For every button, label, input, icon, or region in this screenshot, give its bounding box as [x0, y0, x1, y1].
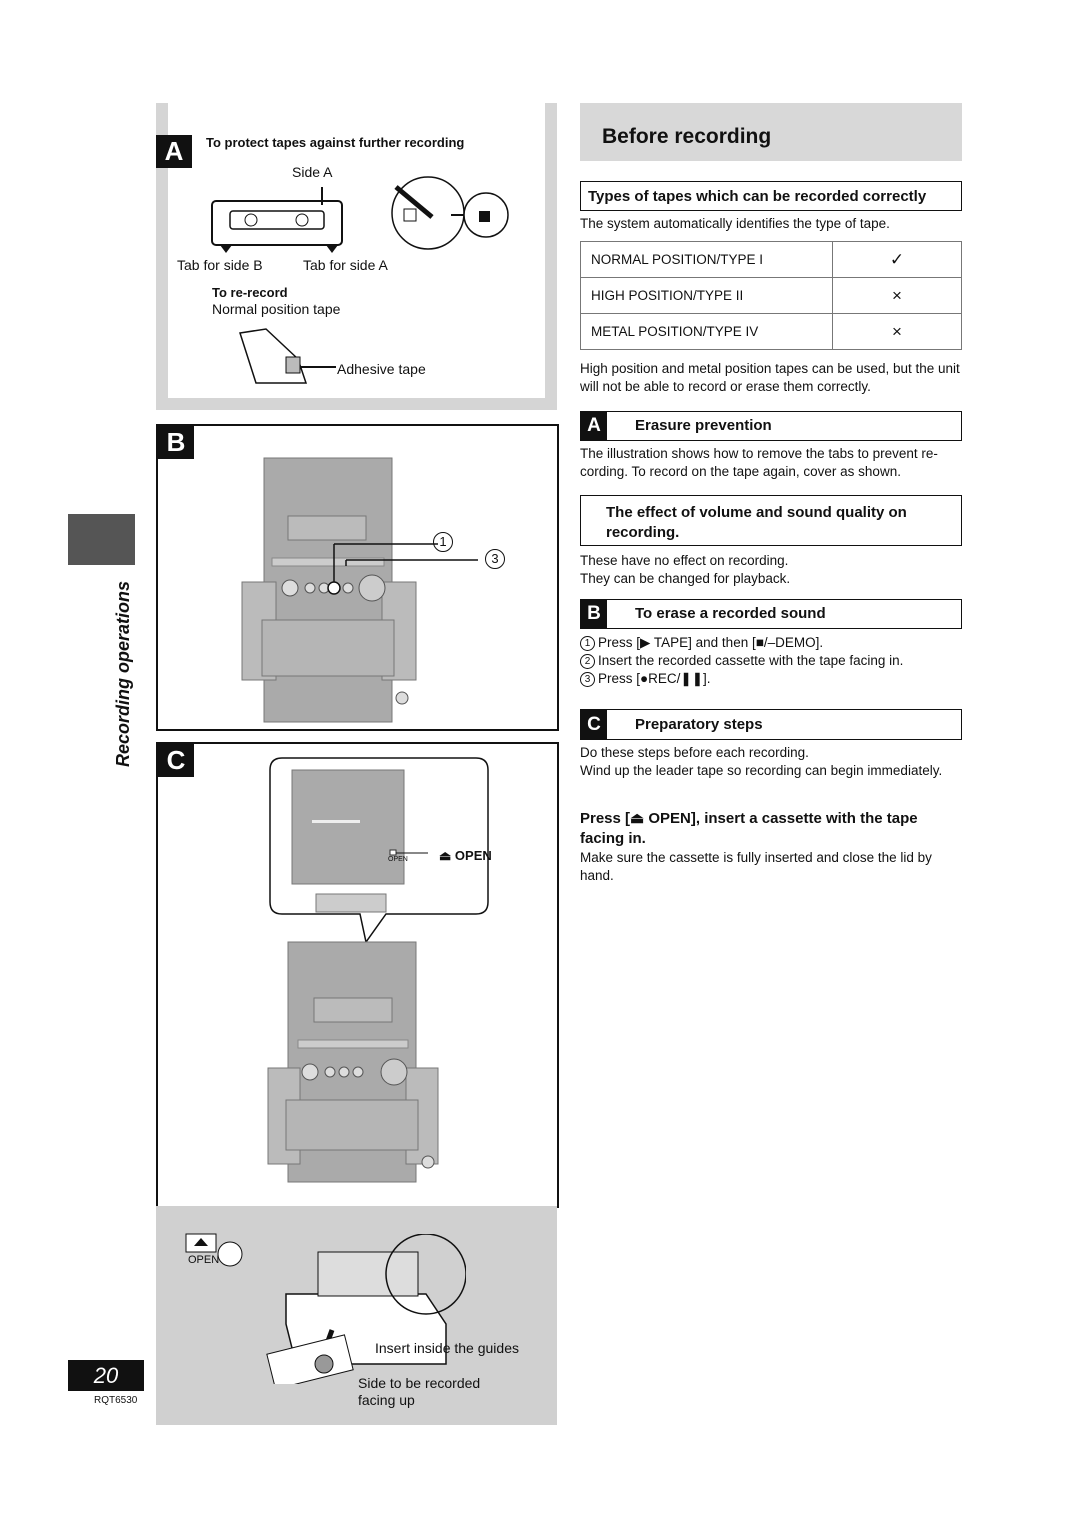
adhesive-tape-illustration [239, 328, 336, 384]
tape-types-table: NORMAL POSITION/TYPE I ✓ HIGH POSITION/T… [580, 241, 962, 350]
erase-heading-box: B To erase a recorded sound [580, 599, 962, 629]
tape-type-name: METAL POSITION/TYPE IV [580, 313, 833, 350]
tape-type-mark: ✓ [832, 241, 962, 278]
tape-type-name: HIGH POSITION/TYPE II [580, 277, 833, 314]
insert-guides-label: Insert inside the guides [375, 1340, 519, 1356]
open-small-label: OPEN [388, 856, 408, 863]
rerecord-title: To re-record [212, 285, 288, 300]
erase-letter: B [581, 600, 607, 628]
panel-b-badge: B [158, 426, 194, 459]
step-text: Press [●REC/❚❚]. [598, 671, 711, 686]
types-heading-box: Types of tapes which can be recorded cor… [580, 181, 962, 211]
tab-side-b-label: Tab for side B [177, 257, 263, 273]
panel-c: C ⏏ OPEN OPEN [156, 742, 559, 1208]
tape-type-mark: × [832, 313, 962, 350]
callout-1: 1 [433, 532, 453, 552]
step-number: 2 [580, 654, 595, 669]
stereo-unit-open-illustration [267, 941, 439, 1183]
open-button-press-icon [185, 1233, 243, 1267]
step-text: Insert the recorded cassette with the ta… [598, 653, 904, 668]
panel-a-inner [168, 103, 545, 398]
table-row: METAL POSITION/TYPE IV × [580, 313, 962, 350]
side-recorded-label-2: facing up [358, 1392, 415, 1408]
panel-a-badge: A [156, 135, 192, 168]
cassette-insert-illustration [266, 1234, 466, 1384]
step-text: Press [▶ TAPE] and then [■/–DEMO]. [598, 635, 824, 650]
protect-title: To protect tapes against further recordi… [206, 135, 465, 150]
effect-heading: The effect of volume and sound quality o… [606, 504, 907, 541]
normal-tape-label: Normal position tape [212, 301, 341, 317]
open-button-label: ⏏ OPEN [439, 848, 492, 863]
open-press-label: OPEN [188, 1254, 220, 1266]
section-tab-marker [68, 514, 135, 565]
types-intro: The system automatically identifies the … [580, 216, 890, 231]
panel-c-badge: C [158, 744, 194, 777]
step-number: 3 [580, 672, 595, 687]
stereo-unit-illustration [241, 457, 478, 723]
panel-d: OPEN Insert inside the guides Side to be… [156, 1206, 557, 1425]
table-row: NORMAL POSITION/TYPE I ✓ [580, 241, 962, 278]
erasure-heading: Erasure prevention [635, 417, 772, 434]
side-recorded-label-1: Side to be recorded [358, 1375, 481, 1391]
adhesive-tape-label: Adhesive tape [337, 361, 426, 377]
side-a-label: Side A [292, 164, 333, 180]
effect-heading-box: The effect of volume and sound quality o… [580, 495, 962, 546]
step-number: 1 [580, 636, 595, 651]
types-heading: Types of tapes which can be recorded cor… [588, 188, 927, 205]
prep-heading: Preparatory steps [635, 716, 763, 733]
erasure-letter: A [581, 412, 607, 440]
page-title: Before recording [602, 125, 772, 148]
open-button-text: OPEN [454, 848, 492, 863]
effect-line-2: They can be changed for playback. [580, 571, 791, 586]
prep-letter: C [581, 710, 607, 739]
side-label-text: Recording operations [113, 580, 133, 767]
panel-b: B 1 3 [156, 424, 559, 731]
press-open-text: Make sure the cassette is fully inserted… [580, 850, 932, 883]
panel-a: A To protect tapes against further recor… [156, 103, 557, 410]
tab-side-a-label: Tab for side A [303, 257, 388, 273]
document-code: RQT6530 [94, 1395, 138, 1406]
erasure-heading-box: A Erasure prevention [580, 411, 962, 441]
effect-line-1: These have no effect on recording. [580, 553, 789, 568]
cassette-tab-illustration [211, 176, 509, 253]
press-open-heading: Press [⏏ OPEN], insert a cassette with t… [580, 810, 918, 847]
page-number: 20 [68, 1360, 144, 1391]
types-note: High position and metal position tapes c… [580, 361, 960, 394]
table-row: HIGH POSITION/TYPE II × [580, 277, 962, 314]
prep-heading-box: C Preparatory steps [580, 709, 962, 740]
page-title-box: Before recording [580, 103, 962, 161]
cassette-deck-zoom-bubble [269, 757, 489, 944]
tape-type-name: NORMAL POSITION/TYPE I [580, 241, 833, 278]
callout-3: 3 [485, 549, 505, 569]
prep-line-1: Do these steps before each recording. [580, 745, 809, 760]
tape-type-mark: × [832, 277, 962, 314]
erasure-text: The illustration shows how to remove the… [580, 446, 938, 479]
prep-line-2: Wind up the leader tape so recording can… [580, 763, 943, 778]
erase-heading: To erase a recorded sound [635, 605, 826, 622]
